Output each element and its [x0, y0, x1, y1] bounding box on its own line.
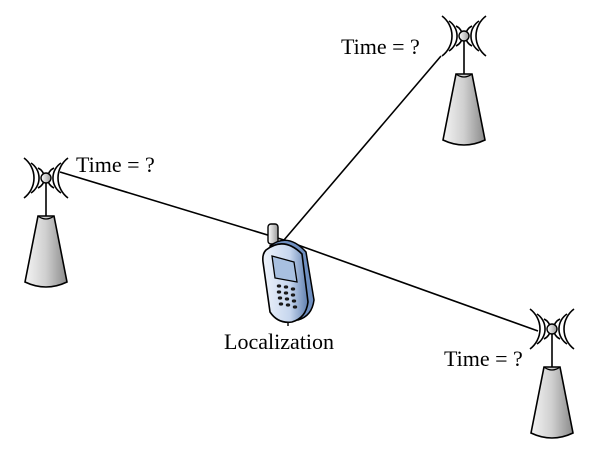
tower-base-icon: [442, 73, 486, 146]
phone-keypad: [276, 284, 298, 309]
tower-bottom-right: [529, 308, 575, 439]
signal-lines: [59, 55, 539, 332]
antenna-tip-icon: [40, 172, 52, 184]
tower-top-right: [441, 15, 487, 146]
phone-label: Localization: [224, 329, 334, 354]
signal-waves-icon: [23, 157, 69, 199]
line-to-bottom-right-tower: [283, 239, 539, 332]
tower-base-icon: [530, 366, 574, 439]
tower-base-icon: [24, 215, 68, 288]
mobile-phone-icon: [262, 223, 315, 326]
tower-left-label: Time = ?: [76, 152, 155, 177]
antenna-tip-icon: [458, 30, 470, 42]
tower-bottom-right-label: Time = ?: [444, 346, 523, 371]
antenna-tip-icon: [546, 323, 558, 335]
line-to-left-tower: [59, 171, 285, 241]
line-to-top-right-tower: [283, 55, 442, 241]
tower-top-right-label: Time = ?: [341, 34, 420, 59]
tower-left: [23, 157, 69, 288]
